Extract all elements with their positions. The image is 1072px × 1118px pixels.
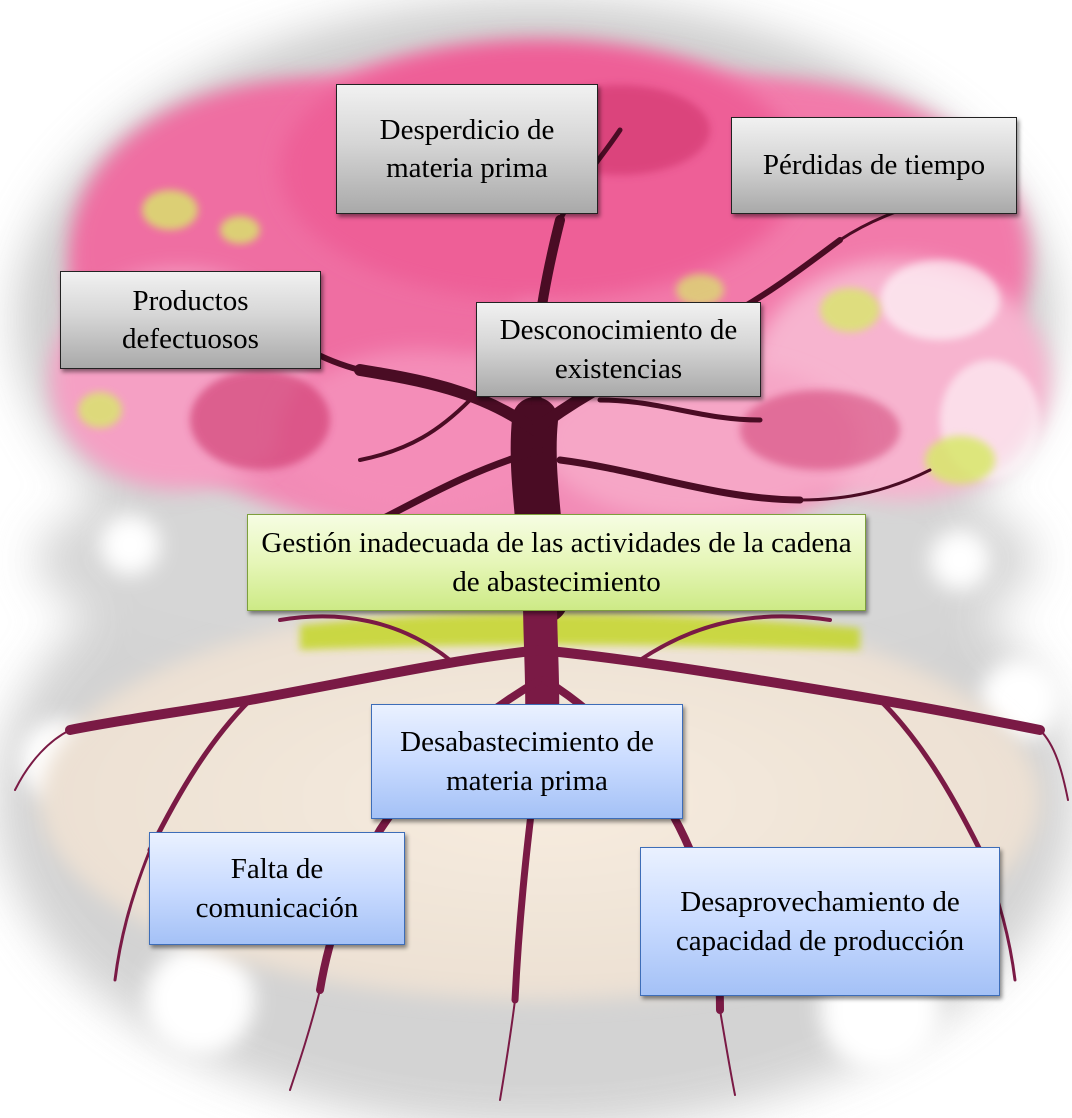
cause-box-falta-comunicacion: Falta de comunicación <box>149 832 405 945</box>
cause-label: Desabastecimiento de materia prima <box>382 723 672 800</box>
effect-box-desconocimiento: Desconocimiento de existencias <box>476 302 761 397</box>
central-problem-label: Gestión inadecuada de las actividades de… <box>258 524 855 601</box>
effect-label: Pérdidas de tiempo <box>763 146 985 184</box>
effect-box-desperdicio: Desperdicio de materia prima <box>336 84 598 214</box>
central-problem-box: Gestión inadecuada de las actividades de… <box>247 514 866 611</box>
cause-box-desaprovechamiento: Desaprovechamiento de capacidad de produ… <box>640 847 1000 996</box>
effect-label: Productos defectuosos <box>71 282 310 359</box>
cause-label: Falta de comunicación <box>160 850 394 927</box>
effect-label: Desconocimiento de existencias <box>487 311 750 388</box>
effect-box-perdidas: Pérdidas de tiempo <box>731 117 1017 214</box>
cause-label: Desaprovechamiento de capacidad de produ… <box>651 883 989 960</box>
cause-box-desabastecimiento: Desabastecimiento de materia prima <box>371 704 683 819</box>
effect-label: Desperdicio de materia prima <box>347 111 587 188</box>
effect-box-productos: Productos defectuosos <box>60 271 321 369</box>
